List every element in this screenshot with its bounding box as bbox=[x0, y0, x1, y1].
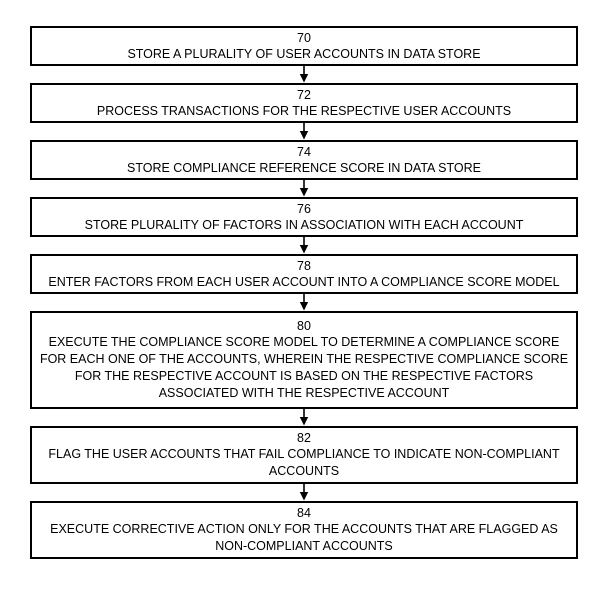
down-arrow-icon bbox=[30, 66, 578, 83]
step-text: PROCESS TRANSACTIONS FOR THE RESPECTIVE … bbox=[96, 103, 512, 118]
down-arrow-icon bbox=[30, 484, 578, 501]
down-arrow-icon bbox=[30, 180, 578, 197]
down-arrow-icon bbox=[30, 123, 578, 140]
down-arrow-icon bbox=[30, 409, 578, 426]
step-number: 84 bbox=[297, 506, 311, 520]
flow-step-72: 72 PROCESS TRANSACTIONS FOR THE RESPECTI… bbox=[30, 83, 578, 123]
flow-step-80: 80 EXECUTE THE COMPLIANCE SCORE MODEL TO… bbox=[30, 311, 578, 409]
step-text: STORE PLURALITY OF FACTORS IN ASSOCIATIO… bbox=[84, 217, 524, 232]
down-arrow-icon bbox=[30, 237, 578, 254]
down-arrow-icon bbox=[30, 294, 578, 311]
flowchart: 70 STORE A PLURALITY OF USER ACCOUNTS IN… bbox=[30, 26, 578, 559]
step-text: EXECUTE CORRECTIVE ACTION ONLY FOR THE A… bbox=[50, 522, 558, 553]
step-number: 80 bbox=[297, 319, 311, 333]
flow-step-78: 78 ENTER FACTORS FROM EACH USER ACCOUNT … bbox=[30, 254, 578, 294]
step-number: 70 bbox=[297, 30, 311, 45]
step-text: EXECUTE THE COMPLIANCE SCORE MODEL TO DE… bbox=[39, 335, 569, 400]
flow-step-76: 76 STORE PLURALITY OF FACTORS IN ASSOCIA… bbox=[30, 197, 578, 237]
step-text: STORE COMPLIANCE REFERENCE SCORE IN DATA… bbox=[127, 160, 481, 175]
step-text: FLAG THE USER ACCOUNTS THAT FAIL COMPLIA… bbox=[48, 447, 560, 478]
step-text: ENTER FACTORS FROM EACH USER ACCOUNT INT… bbox=[48, 274, 560, 289]
flow-step-82: 82 FLAG THE USER ACCOUNTS THAT FAIL COMP… bbox=[30, 426, 578, 484]
flow-step-70: 70 STORE A PLURALITY OF USER ACCOUNTS IN… bbox=[30, 26, 578, 66]
step-number: 72 bbox=[297, 87, 311, 102]
flow-step-74: 74 STORE COMPLIANCE REFERENCE SCORE IN D… bbox=[30, 140, 578, 180]
step-text: STORE A PLURALITY OF USER ACCOUNTS IN DA… bbox=[127, 46, 481, 61]
flow-step-84: 84 EXECUTE CORRECTIVE ACTION ONLY FOR TH… bbox=[30, 501, 578, 559]
step-number: 76 bbox=[297, 201, 311, 216]
step-number: 82 bbox=[297, 431, 311, 445]
step-number: 78 bbox=[297, 258, 311, 273]
step-number: 74 bbox=[297, 144, 311, 159]
